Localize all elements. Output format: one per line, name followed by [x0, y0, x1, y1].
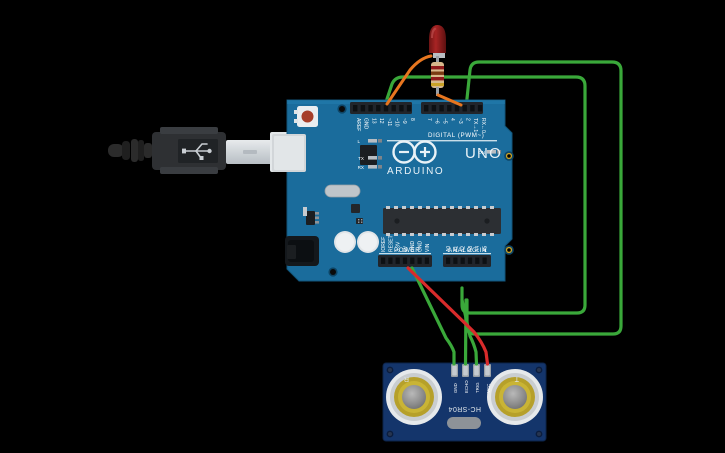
pin-label-13: 13: [370, 118, 376, 124]
sensor-silk-text: HC-SR04: [448, 405, 481, 412]
pin-label-gnd1: GND: [410, 241, 416, 253]
arduino-logo-icon: [392, 140, 437, 164]
transducer-right: [386, 369, 442, 425]
board-indicator-leds: [368, 139, 501, 169]
transducer-left: [487, 369, 543, 425]
wire-gnd-sensor: [410, 266, 456, 366]
board-model-text: UNO: [465, 145, 502, 162]
pin-label-11: ~11: [386, 118, 392, 126]
digital-pin-labels-right: 7 ~6 ~5 4 ~3 2 TX→1 RX←0: [426, 118, 486, 133]
pin-label-5v: 5V: [403, 245, 409, 252]
pin-label-5: ~5: [441, 118, 447, 124]
digital-header-label: DIGITAL (PWM~): [428, 132, 484, 139]
digital-pin-labels-left: AREF GND 13 12 ~11 ~10 ~9 8: [355, 118, 415, 131]
pin-label-6: ~6: [434, 118, 440, 124]
sensor-header: [451, 364, 491, 377]
crystal-oscillator: [447, 417, 481, 429]
digital-header-right[interactable]: [421, 102, 483, 114]
pin-label-8: 8: [409, 118, 415, 121]
smd-component: [351, 204, 360, 213]
led-label-tx: TX: [358, 156, 364, 161]
pin-label-3v3: 3.3V: [396, 241, 402, 252]
pin-label-10: ~10: [394, 118, 400, 127]
wire-vcc-to-5v: [406, 266, 490, 366]
pin-label-gnd2: GND: [418, 241, 424, 253]
resistor-band-1: [431, 66, 444, 70]
on-label: ON: [478, 150, 485, 155]
led-label-rx: RX: [358, 165, 364, 170]
led-body: [429, 25, 446, 53]
voltage-regulator: [306, 211, 315, 225]
resistor-band-3: [431, 77, 444, 81]
pin-label-vin: VIN: [425, 243, 431, 252]
smd-component: [356, 218, 363, 224]
transducer-label-t: T: [514, 375, 519, 382]
led-component[interactable]: [429, 25, 446, 58]
sensor-pin-label-vcc: VCC: [486, 384, 491, 393]
resistor-component[interactable]: [431, 56, 444, 96]
power-pin-labels: IOREF RESET 3.3V 5V GND GND VIN: [381, 235, 431, 252]
transducer-label-r: R: [404, 375, 409, 382]
pin-label-a2: A2: [461, 246, 467, 252]
sensor-pin-label-trig: TRIG: [475, 382, 480, 393]
microcontroller-chip: [383, 208, 501, 234]
board-brand-text: ARDUINO: [387, 166, 444, 177]
pin-label-ioref: IOREF: [381, 237, 387, 252]
analog-pin-labels: A0 A1 A2 A3 A4 A5: [446, 246, 489, 252]
usb-trident-icon: [182, 143, 212, 160]
digital-header-left[interactable]: [350, 102, 412, 114]
icsp-pad: [324, 184, 361, 198]
pin-label-rx0: RX←0: [480, 118, 486, 133]
led-label-l: L: [357, 139, 360, 144]
pin-label-aref: AREF: [355, 118, 361, 131]
analog-header-label: ANALOG IN: [448, 247, 487, 254]
pin-label-3: ~3: [457, 118, 463, 124]
pin-label-a4: A4: [475, 246, 481, 252]
smd-chip: [360, 145, 377, 165]
sensor-pin-labels: GND ECHO TRIG VCC: [453, 380, 491, 393]
pin-label-a3: A3: [468, 246, 474, 252]
pin-label-12: 12: [378, 118, 384, 124]
pin-label-a0: A0: [446, 246, 452, 252]
pin-label-4: 4: [449, 118, 455, 121]
pin-label-7: 7: [426, 118, 432, 121]
resistor-band-4: [431, 83, 444, 86]
pin-label-a5: A5: [483, 246, 489, 252]
pin-label-2: 2: [465, 118, 471, 121]
pin-label-reset: RESET: [388, 235, 394, 252]
wire-trig-sensor-lead: [460, 298, 479, 366]
wire-resistor-to-gnd: [436, 93, 463, 107]
pin-label-gnd: GND: [363, 118, 369, 130]
hc-sr04-sensor[interactable]: HC-SR04 R T GND ECHO TRIG VCC: [382, 362, 547, 442]
sensor-pin-label-gnd: GND: [453, 383, 458, 393]
resistor-band-2: [431, 71, 444, 75]
sensor-pin-label-echo: ECHO: [464, 380, 469, 393]
arduino-uno-board[interactable]: ARDUINO UNO DIGITAL (PWM~) POWER ANALOG …: [272, 99, 514, 282]
power-header-label: POWER: [394, 247, 420, 254]
wire-led-anode-to-pin3: [385, 54, 433, 106]
pin-label-9: ~9: [401, 118, 407, 124]
pin-label-a1: A1: [453, 246, 459, 252]
pin-label-tx1: TX→1: [472, 118, 478, 132]
